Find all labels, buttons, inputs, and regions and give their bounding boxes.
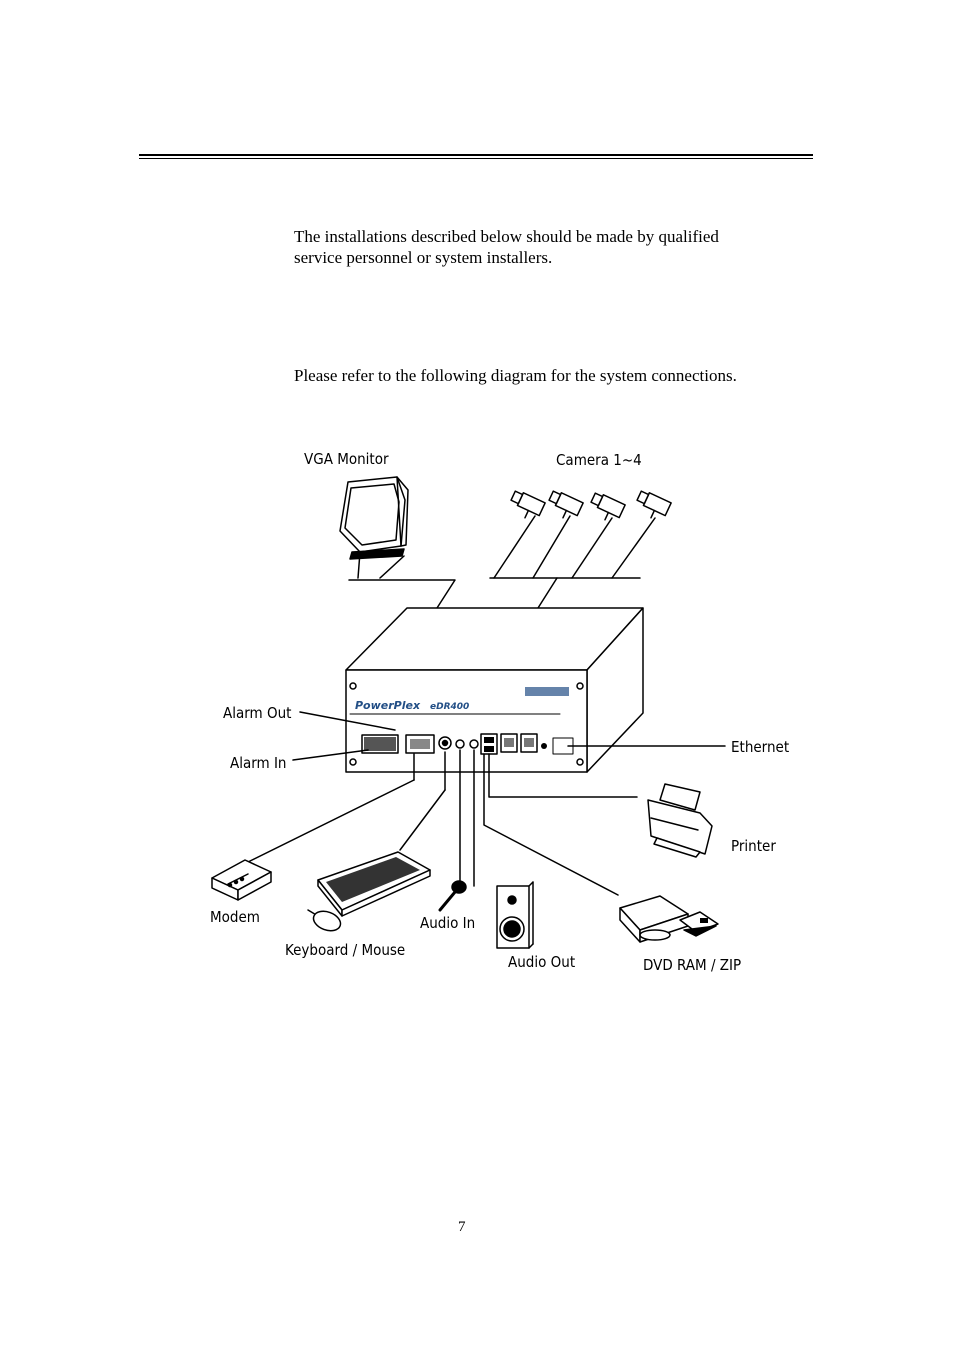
label-audio-in: Audio In <box>420 914 475 932</box>
device-model: eDR400 <box>430 702 469 712</box>
printer-icon <box>647 783 713 858</box>
header-rule-thick <box>139 154 813 156</box>
label-dvd-zip: DVD RAM / ZIP <box>643 956 741 974</box>
instruction-text: Please refer to the following diagram fo… <box>294 366 737 385</box>
label-alarm-in: Alarm In <box>230 754 287 772</box>
intro-line-1: The installations described below should… <box>294 227 719 246</box>
label-alarm-out: Alarm Out <box>223 704 291 722</box>
mouse-icon <box>307 909 342 932</box>
label-ethernet: Ethernet <box>731 738 789 756</box>
page-number: 7 <box>458 1219 466 1235</box>
label-modem: Modem <box>210 908 260 926</box>
device-brand: PowerPlex <box>355 699 421 712</box>
microphone-icon <box>438 880 467 912</box>
label-vga-monitor: VGA Monitor <box>304 450 389 468</box>
cables-top <box>348 515 656 609</box>
modem-icon <box>211 859 272 901</box>
zip-drive-icon <box>679 911 719 937</box>
label-printer: Printer <box>731 837 776 855</box>
label-audio-out: Audio Out <box>508 953 575 971</box>
vga-monitor-icon <box>339 476 409 579</box>
intro-line-2: service personnel or system installers. <box>294 248 553 267</box>
header-rule-thin <box>139 158 813 159</box>
cameras-icon <box>510 490 672 521</box>
dvr-unit: PowerPlex eDR400 <box>345 607 644 773</box>
speaker-icon <box>496 881 534 949</box>
label-keyboard-mouse: Keyboard / Mouse <box>285 941 405 959</box>
keyboard-icon <box>317 851 431 917</box>
label-cameras: Camera 1~4 <box>556 451 642 469</box>
dvd-drive-icon <box>619 895 689 943</box>
